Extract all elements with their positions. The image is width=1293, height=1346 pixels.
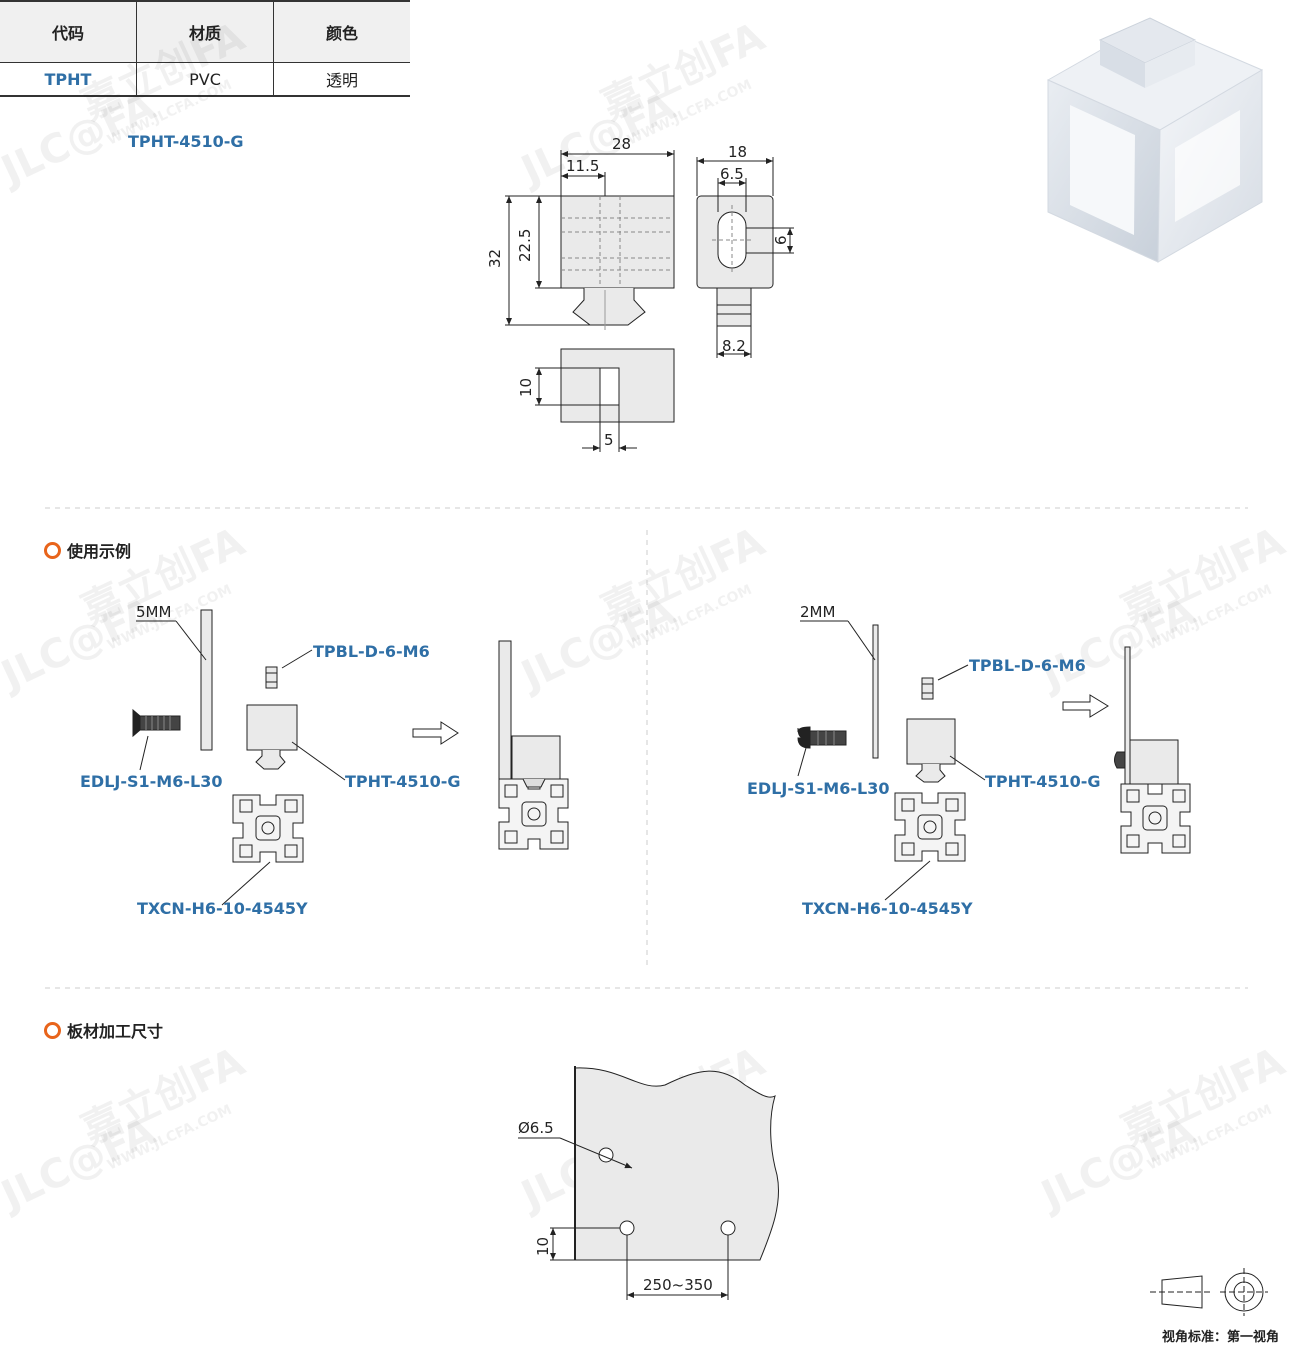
dim-width: 28: [612, 135, 631, 153]
dim-hole: Ø6.5: [518, 1119, 554, 1137]
header-material: 材质: [136, 0, 274, 63]
usage-right: [797, 620, 1191, 901]
dim-edge: 10: [534, 1237, 552, 1256]
label-screw-right: EDLJ-S1-M6-L30: [747, 779, 889, 798]
spec-table: 代码 材质 颜色 TPHT PVC 透明: [0, 0, 410, 97]
usage-left: [132, 609, 569, 906]
dim-height-body: 22.5: [516, 229, 534, 262]
ring-icon: [44, 1021, 61, 1039]
label-plate-right: 2MM: [800, 603, 835, 621]
label-nut-left: TPBL-D-6-M6: [313, 642, 430, 661]
watermark-8: JLC@FA 嘉立创FA WWW.JLCFA.COM: [1032, 1039, 1292, 1220]
usage-section-title: 使用示例: [44, 538, 131, 562]
dim-height-total: 32: [486, 249, 504, 268]
dim-slot-height: 6: [772, 235, 790, 245]
bottom-view: [535, 348, 675, 452]
view-standard-label: 视角标准：第一视角: [1161, 1330, 1279, 1345]
watermark-1: JLC@FA 嘉立创FA WWW.JLCFA.COM: [0, 14, 252, 195]
leader-screw-left: [139, 735, 149, 771]
machining-title-text: 板材加工尺寸: [67, 1022, 164, 1041]
label-nut-right: TPBL-D-6-M6: [969, 656, 1086, 675]
usage-title-text: 使用示例: [67, 542, 132, 561]
plate-machining: [518, 1066, 779, 1300]
model-title: TPHT-4510-G: [128, 132, 244, 151]
leader-screw-right: [797, 747, 807, 777]
ring-icon: [44, 541, 61, 559]
cell-material: PVC: [136, 62, 274, 97]
header-code: 代码: [0, 0, 137, 63]
dim-tab-width: 8.2: [722, 337, 746, 355]
separators: [45, 507, 1248, 989]
dim-offset: 11.5: [566, 157, 599, 175]
dim-slot-width: 6.5: [720, 165, 744, 183]
cell-color: 透明: [273, 62, 410, 97]
dim-spacing: 250~350: [643, 1276, 713, 1294]
label-screw-left: EDLJ-S1-M6-L30: [80, 772, 222, 791]
dim-bottom-slot: 10: [517, 378, 535, 397]
cell-code: TPHT: [0, 62, 137, 97]
projection-symbol-icon: [1150, 1268, 1268, 1316]
dim-side-width: 18: [728, 143, 747, 161]
watermark-3: JLC@FA 嘉立创FA WWW.JLCFA.COM: [0, 519, 252, 700]
label-plate-left: 5MM: [136, 603, 171, 621]
label-profile-right: TXCN-H6-10-4545Y: [802, 899, 973, 918]
product-render: [1046, 17, 1264, 263]
label-profile-left: TXCN-H6-10-4545Y: [137, 899, 308, 918]
watermark-4: JLC@FA 嘉立创FA WWW.JLCFA.COM: [512, 519, 772, 700]
front-view: [505, 150, 675, 330]
machining-section-title: 板材加工尺寸: [44, 1018, 163, 1042]
header-color: 颜色: [273, 0, 410, 63]
side-view: [696, 157, 794, 358]
dim-bottom-slot-width: 5: [604, 431, 614, 449]
label-part-left: TPHT-4510-G: [345, 772, 461, 791]
label-part-right: TPHT-4510-G: [985, 772, 1101, 791]
watermark-6: JLC@FA 嘉立创FA WWW.JLCFA.COM: [0, 1039, 252, 1220]
